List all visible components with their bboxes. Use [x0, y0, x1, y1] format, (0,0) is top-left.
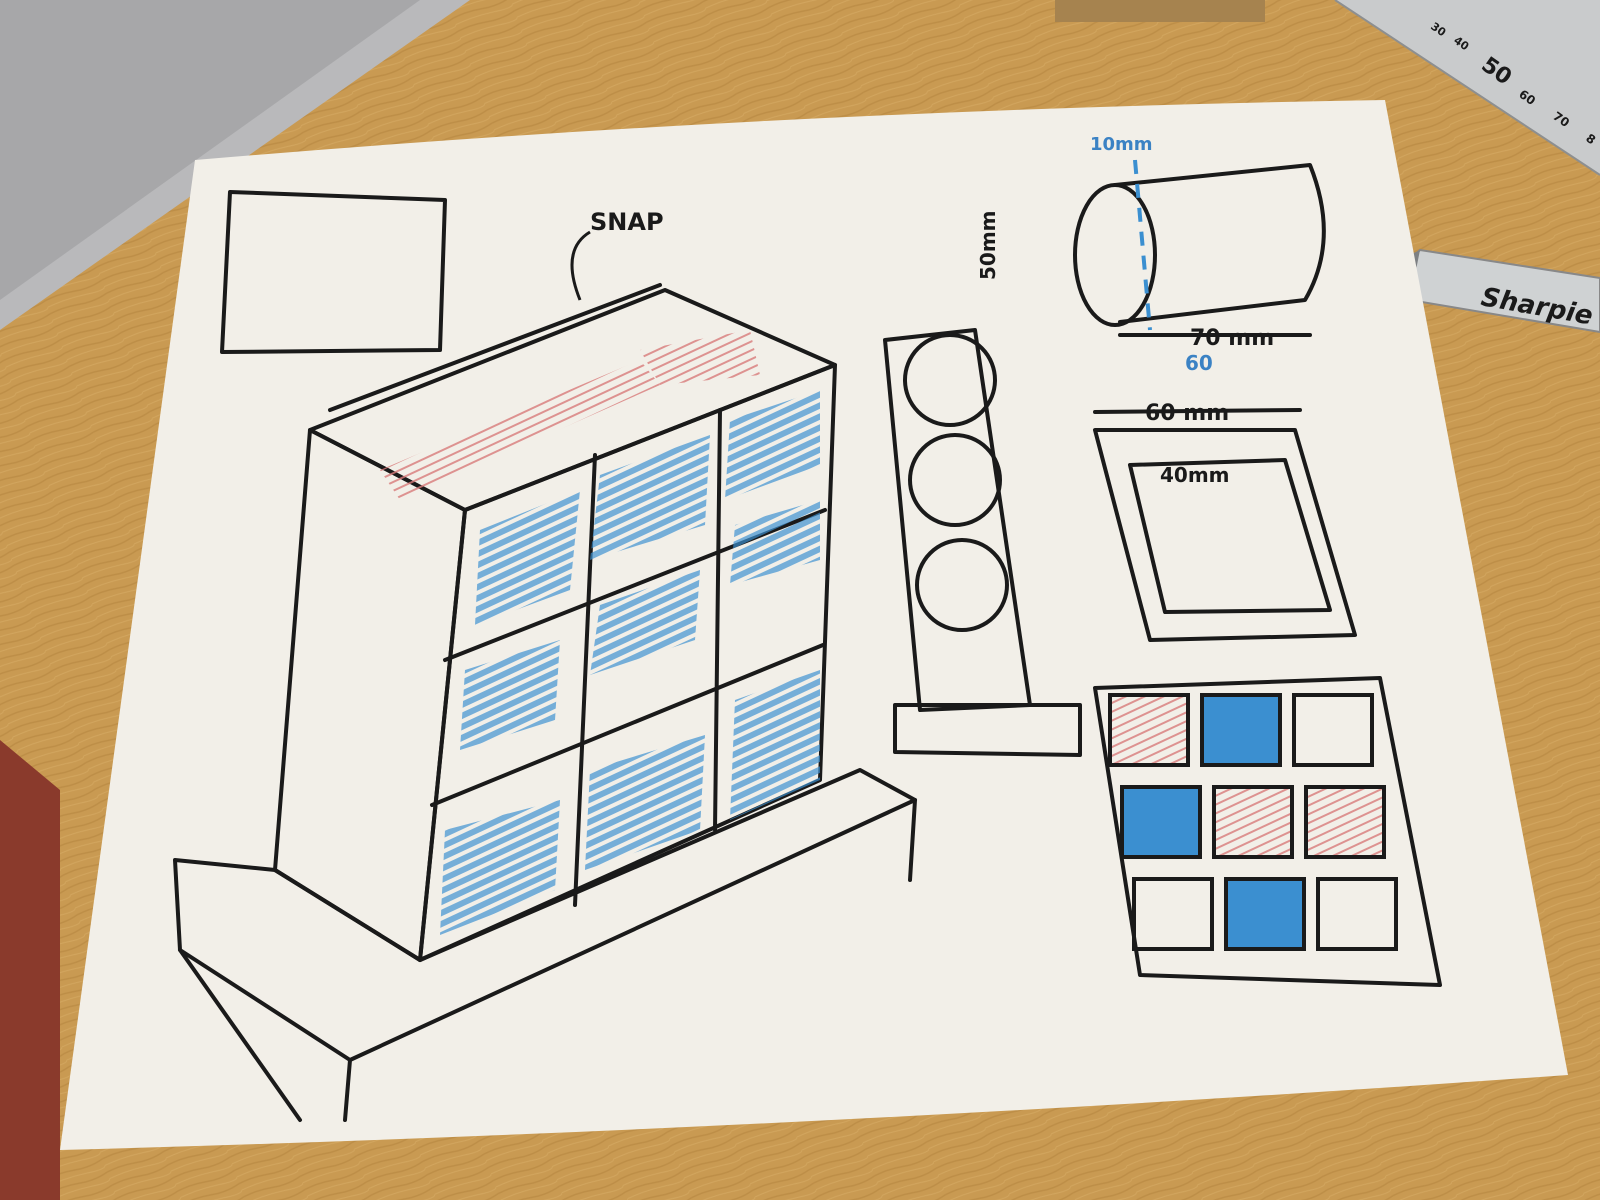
- sketch-side-column: [883, 328, 1082, 757]
- sketch-grid-pattern: [1093, 676, 1442, 987]
- cylinder-length-alt-label: 60: [1185, 351, 1213, 375]
- grid-cell-red: [1304, 785, 1386, 859]
- tile-inner-label: 40mm: [1160, 463, 1230, 487]
- grid-cell-red: [1108, 693, 1190, 767]
- cylinder-length-label: 70 mm: [1190, 326, 1274, 351]
- grid-cell-empty: [1132, 877, 1214, 951]
- grid-cells: [1108, 693, 1398, 951]
- sketch-cylinder: [1073, 163, 1326, 337]
- grid-cell-empty: [1316, 877, 1398, 951]
- grid-cell-blue: [1200, 693, 1282, 767]
- sketch-square: [220, 190, 447, 354]
- sketch-paper: [60, 100, 1568, 1150]
- metal-ruler: 50 30 40 60 70 8: [1334, 0, 1600, 176]
- cutting-mat: [0, 740, 60, 1200]
- cylinder-height-label: 50mm: [976, 210, 1000, 280]
- grid-cell-red: [1212, 785, 1294, 859]
- blue-shading: [440, 390, 820, 935]
- grid-cell-blue: [1224, 877, 1306, 951]
- sketch-tile: [1093, 408, 1357, 642]
- snap-label: SNAP: [590, 208, 664, 236]
- grid-cell-empty: [1292, 693, 1374, 767]
- red-shading: [380, 330, 760, 500]
- tile-outer-label: 60 mm: [1145, 401, 1229, 426]
- cardboard-piece: [1055, 0, 1265, 22]
- cylinder-top-label: 10mm: [1090, 134, 1153, 155]
- grid-cell-blue: [1120, 785, 1202, 859]
